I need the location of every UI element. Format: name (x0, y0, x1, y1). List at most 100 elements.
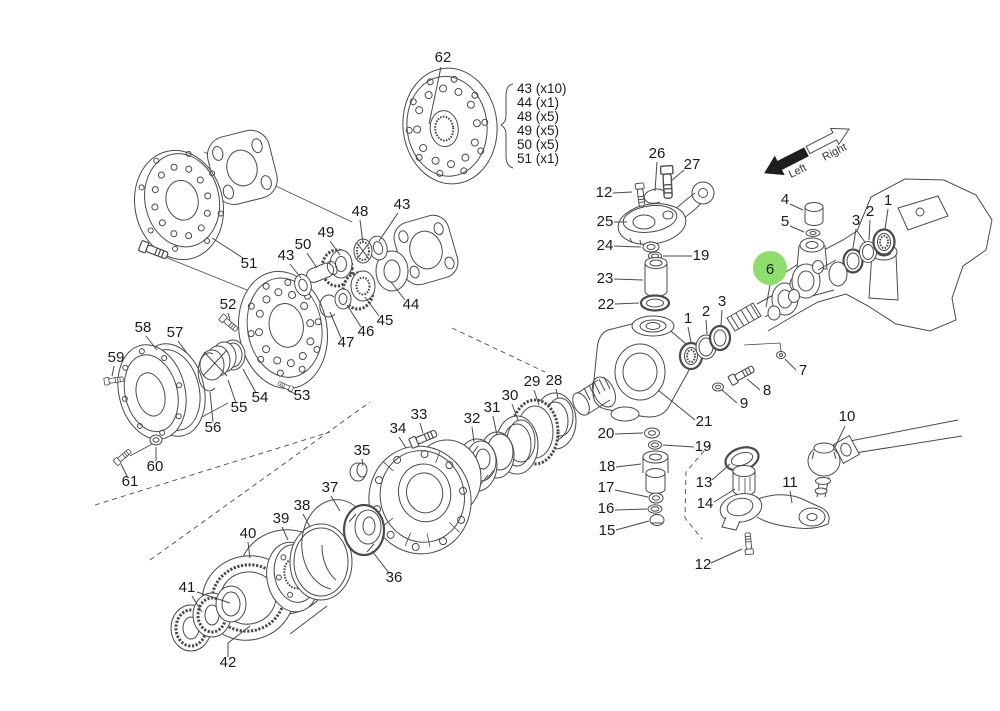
leader-line-24 (613, 245, 642, 248)
ring-60-art (149, 434, 163, 446)
leader-line-57 (177, 340, 188, 354)
leader-line-9 (721, 389, 738, 404)
leader-line-58 (145, 335, 158, 351)
part-label-16: 16 (598, 500, 615, 517)
bearing-41-42-art (170, 585, 247, 652)
tie-rod-end-10-art (807, 419, 963, 498)
leader-line-7 (784, 358, 797, 371)
wheel-hub-34-art (368, 439, 482, 555)
part-label-12: 12 (695, 556, 712, 573)
pin-50-art (306, 260, 338, 283)
knuckle-21-art (572, 315, 692, 422)
part-label-41: 41 (179, 579, 196, 596)
ring-19-bottom-art (648, 440, 662, 450)
part-label-36: 36 (386, 569, 403, 586)
leader-line-5 (789, 225, 805, 233)
part-label-60: 60 (147, 458, 164, 475)
leader-line-1 (687, 326, 692, 343)
leader-line-37 (330, 495, 341, 512)
leader-line-44 (390, 281, 406, 301)
part-label-1: 1 (684, 310, 692, 327)
leader-line-51 (211, 237, 244, 259)
steering-arm-25-art (617, 181, 715, 246)
washer-46-art (334, 288, 352, 310)
part-label-22: 22 (598, 296, 615, 313)
kingpin-23-art (644, 257, 668, 297)
part-label-38: 38 (294, 497, 311, 514)
leader-line-55 (227, 379, 237, 404)
leader-line-30 (511, 403, 519, 421)
nut-24-art (642, 241, 660, 253)
leader-line-14 (713, 488, 736, 503)
part-label-52: 52 (220, 296, 237, 313)
ring-16-art (647, 504, 663, 514)
part-label-55: 55 (231, 399, 248, 416)
leader-line-17 (614, 489, 649, 498)
part-label-46: 46 (358, 323, 375, 340)
part-label-11: 11 (782, 474, 798, 491)
part-label-49: 49 (318, 224, 335, 241)
part-label-40: 40 (240, 525, 257, 542)
plug-35-art (349, 462, 368, 482)
leader-line-2 (705, 319, 708, 335)
bolt-27-art (659, 164, 676, 200)
c-ring-56-art (197, 352, 216, 392)
leader-line-10 (834, 425, 846, 448)
part-label-1: 1 (884, 192, 892, 209)
leader-line-4 (789, 203, 804, 211)
part-label-44: 44 (403, 296, 420, 313)
leader-line-20 (614, 432, 644, 435)
piston-rings-55-art (199, 341, 237, 381)
part-label-34: 34 (390, 420, 407, 437)
part-label-12: 12 (596, 184, 613, 201)
part-label-54: 54 (252, 389, 269, 406)
nut-20-art (644, 427, 660, 439)
legend-item: 48 (x5) (517, 109, 559, 124)
legend-item: 50 (x5) (517, 137, 559, 152)
leader-line-61 (120, 463, 128, 477)
part-label-59: 59 (108, 349, 125, 366)
part-label-19: 19 (693, 247, 710, 264)
leader-line-43 (378, 212, 399, 242)
highlight-leader-line (765, 284, 771, 308)
plug-15-art (649, 514, 665, 526)
leader-line-27 (670, 169, 685, 182)
highlighted-part-6[interactable]: 6 (753, 251, 787, 308)
leader-line-41 (191, 595, 203, 613)
drive-shaft-6-art (726, 259, 848, 332)
leader-line-35 (361, 458, 364, 467)
leader-line-12 (710, 548, 743, 564)
leader-line-54 (242, 368, 257, 394)
leader-line-1 (884, 208, 889, 230)
part-label-21: 21 (696, 413, 713, 430)
part-label-30: 30 (502, 387, 519, 404)
leader-line-45 (364, 296, 380, 317)
part-label-24: 24 (597, 237, 614, 254)
part-label-32: 32 (464, 410, 481, 427)
washer-43-left-art (294, 273, 312, 297)
bushing-14-art (732, 465, 756, 496)
part-label-39: 39 (273, 510, 290, 527)
orientation-arrows: Left Right (764, 127, 850, 181)
leader-line-53 (286, 388, 296, 395)
part-label-45: 45 (377, 312, 394, 329)
part-label-53: 53 (294, 387, 311, 404)
plug-7-art (743, 342, 786, 359)
part-label-56: 56 (205, 419, 222, 436)
part-label-23: 23 (597, 270, 614, 287)
leader-line-43 (289, 263, 302, 279)
leader-line-40 (247, 541, 251, 559)
part-label-27: 27 (684, 156, 701, 173)
leader-line-3 (720, 309, 723, 326)
highlight-circle[interactable] (753, 251, 787, 285)
legend-item: 51 (x1) (517, 151, 559, 166)
leader-line-52 (227, 312, 231, 321)
part-label-61: 61 (122, 473, 139, 490)
leader-line-48 (359, 219, 364, 244)
part-label-42: 42 (220, 654, 237, 671)
part-label-51: 51 (241, 255, 258, 272)
leader-line-62 (428, 66, 442, 125)
leader-line-46 (346, 304, 362, 328)
part-label-3: 3 (852, 212, 860, 229)
part-label-43: 43 (394, 196, 411, 213)
